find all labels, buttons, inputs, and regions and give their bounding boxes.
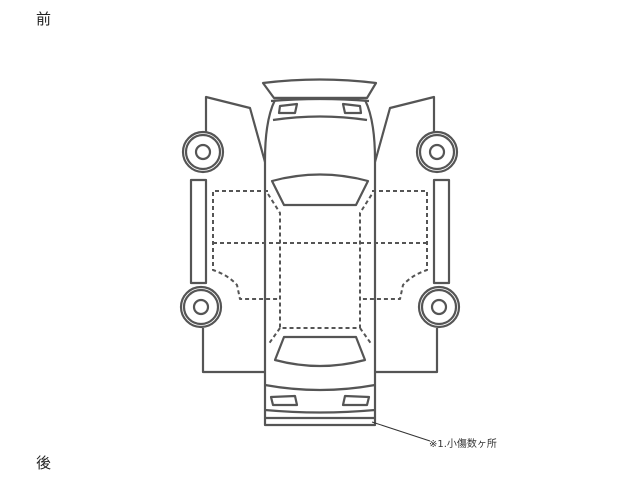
right-headlight xyxy=(341,102,363,115)
annotation-leader-line xyxy=(371,421,431,442)
rear-window xyxy=(273,335,367,368)
left-taillight xyxy=(269,394,299,407)
front-bumper xyxy=(261,78,378,100)
front-label: 前 xyxy=(36,10,52,28)
left-headlight xyxy=(277,102,299,115)
right-taillight xyxy=(341,394,371,407)
left-side-panel xyxy=(179,95,267,374)
car-body xyxy=(261,78,378,427)
rear-label: 後 xyxy=(36,454,52,472)
panel-lines xyxy=(212,190,428,346)
rear-bumper xyxy=(263,400,377,427)
damage-note: ※1.小傷数ヶ所 xyxy=(429,439,497,450)
windshield xyxy=(270,173,370,207)
right-side-panel xyxy=(373,95,461,374)
